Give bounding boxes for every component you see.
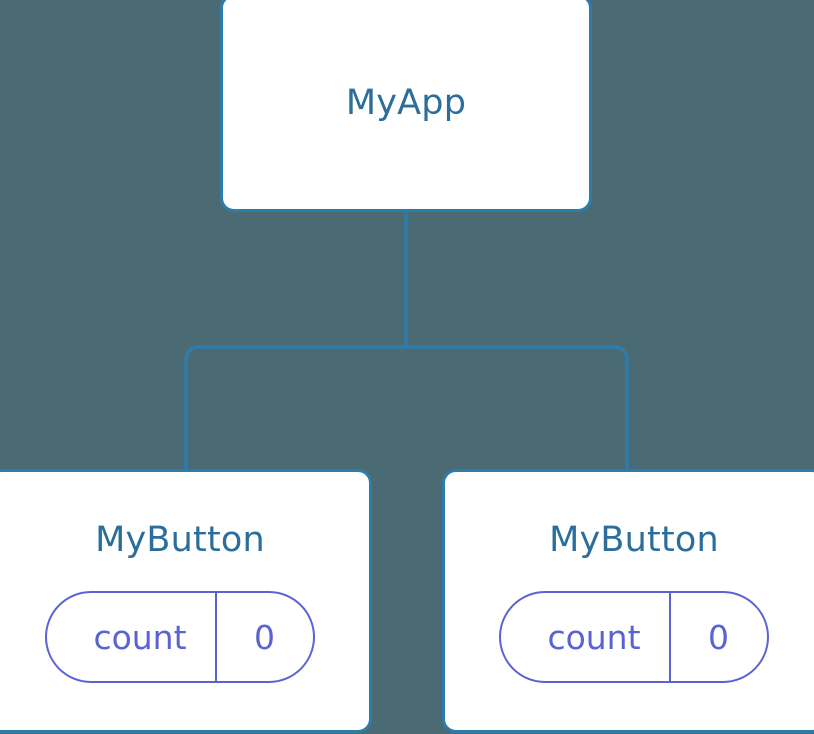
state-key: count	[93, 617, 187, 657]
connector-to-left-child	[184, 345, 406, 471]
state-pill-count[interactable]: count 0	[45, 591, 315, 683]
state-key: count	[547, 617, 641, 657]
tree-node-label: MyButton	[549, 520, 719, 560]
connector-to-right-child	[406, 345, 629, 471]
tree-node-label: MyApp	[345, 82, 467, 123]
tree-node-mybutton-2[interactable]: MyButton count 0	[442, 469, 814, 733]
state-value: 0	[668, 593, 767, 681]
tree-node-myapp[interactable]: MyApp	[220, 0, 592, 212]
state-pill-count[interactable]: count 0	[499, 591, 769, 683]
state-value: 0	[214, 593, 313, 681]
tree-node-mybutton-1[interactable]: MyButton count 0	[0, 469, 372, 733]
tree-node-label: MyButton	[95, 520, 265, 560]
